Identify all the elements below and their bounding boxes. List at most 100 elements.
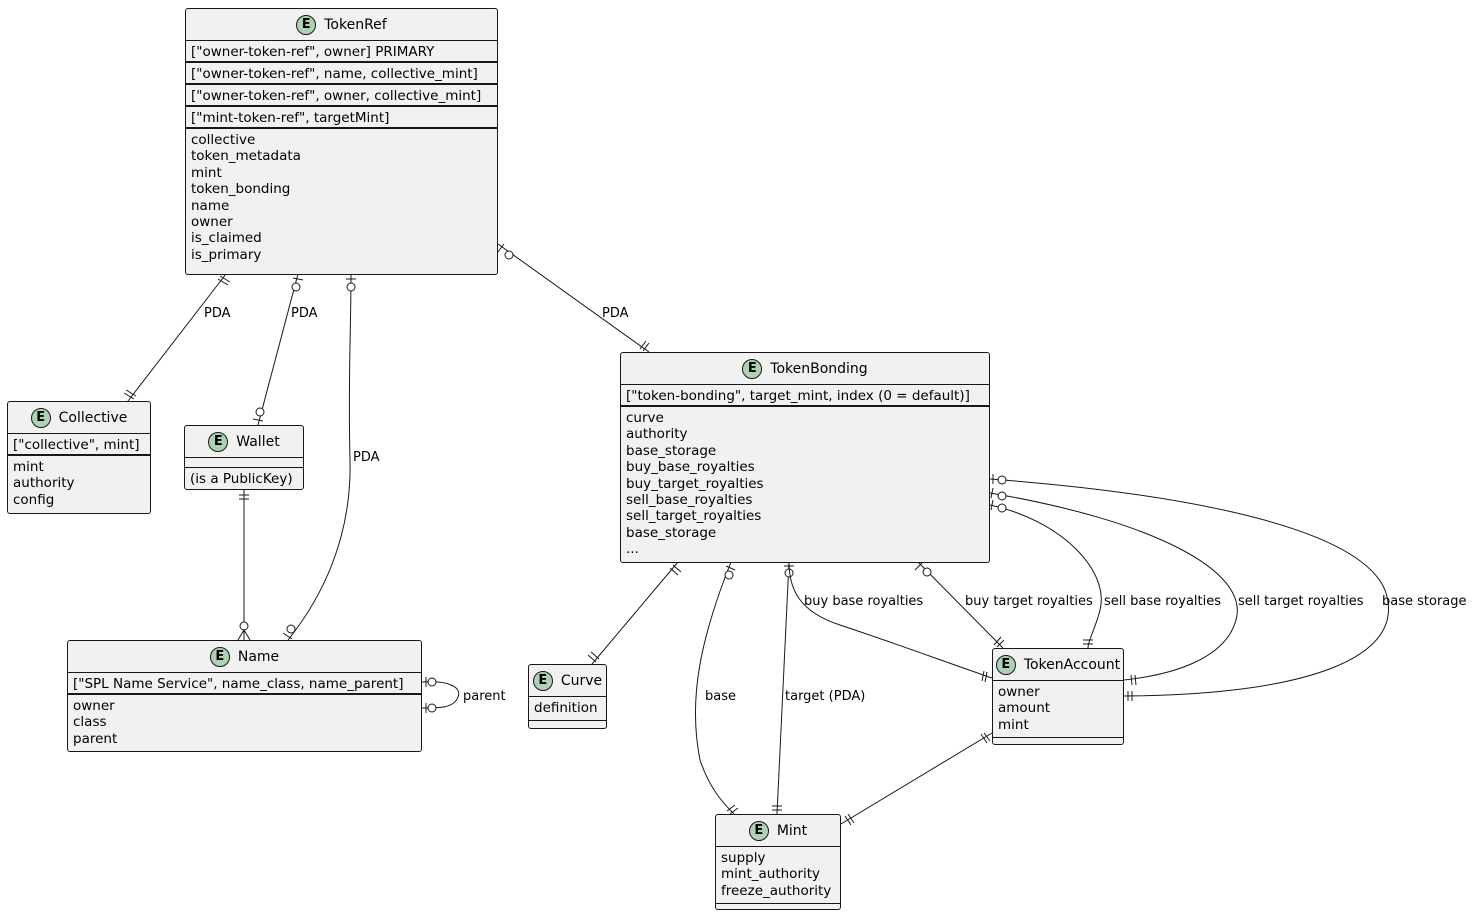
mark-bonding-base-a (724, 570, 734, 580)
entity-header: E Wallet (185, 426, 303, 458)
mark-tokenref-bonding-a2 (497, 243, 505, 253)
mark-base-storage-b (1127, 691, 1133, 701)
mark-sell-base-a (997, 503, 1007, 513)
field: mint_authority (721, 866, 821, 883)
entity-fields: mint authority config (8, 456, 150, 512)
field: sell_target_royalties (626, 508, 762, 525)
label-sell-target: sell target royalties (1238, 594, 1364, 609)
rel-bonding-mint-target (776, 561, 790, 815)
field: parent (73, 730, 118, 747)
entity-name: E Name ["SPL Name Service", name_class, … (67, 640, 422, 752)
entity-header: E Name (68, 641, 421, 673)
field: definition (534, 700, 598, 716)
entity-badge-icon: E (209, 646, 230, 667)
mark-sell-target-a (997, 491, 1007, 501)
entity-key: ["token-bonding", target_mint, index (0 … (621, 385, 989, 407)
mark-sell-target-b (1130, 674, 1137, 686)
mark-tokenref-name-a (346, 282, 356, 292)
rel-sell-target (989, 492, 1238, 681)
mark-ta-mint-b (844, 813, 855, 826)
field: amount (998, 700, 1051, 717)
label-buy-base: buy base royalties (804, 594, 924, 609)
field: token_bonding (191, 181, 291, 198)
mark-wallet-name-b2 (237, 629, 251, 641)
field: freeze_authority (721, 882, 832, 899)
mark-sell-base-b (1083, 639, 1093, 645)
rel-buy-base (788, 561, 993, 679)
entity-title: TokenBonding (770, 360, 868, 377)
entity-curve: E Curve definition (528, 664, 607, 729)
field: curve (626, 410, 664, 426)
label-buy-target: buy target royalties (965, 594, 1093, 609)
entity-header: E TokenRef (186, 9, 497, 41)
mark-tokenref-wallet-b2 (252, 418, 264, 422)
mark-wallet-name-b (239, 621, 249, 631)
field: ... (626, 541, 639, 558)
label-bonding-target: target (PDA) (785, 689, 866, 704)
entity-title: Mint (776, 822, 808, 839)
entity-badge-icon: E (742, 358, 763, 379)
entity-tokenaccount: E TokenAccount owner amount mint (992, 648, 1124, 745)
entity-header: E Curve (529, 665, 606, 697)
entity-key: ["owner-token-ref", owner] PRIMARY (186, 41, 497, 63)
field: base_storage (626, 442, 717, 459)
field: authority (13, 475, 75, 492)
label-name-parent: parent (463, 689, 506, 704)
mark-name-parent-b (427, 703, 437, 713)
mark-sell-base-a2 (990, 499, 994, 511)
mark-sell-target-a2 (990, 487, 994, 499)
mark-bonding-base-b (726, 804, 739, 815)
field: token_metadata (191, 148, 301, 165)
entity-key: ["mint-token-ref", targetMint] (186, 107, 497, 129)
label-tokenref-collective: PDA (204, 306, 231, 321)
entity-key: ["owner-token-ref", owner, collective_mi… (186, 85, 497, 107)
field: sell_base_royalties (626, 492, 753, 509)
mark-buy-target-a (922, 567, 932, 577)
rel-tokenaccount-mint (840, 732, 993, 825)
field: mint (998, 716, 1029, 733)
mark-tokenref-collective-a (217, 275, 231, 286)
field: authority (626, 426, 688, 443)
entity-collective: E Collective ["collective", mint] mint a… (7, 401, 151, 514)
entity-wallet: E Wallet (is a PublicKey) (184, 425, 304, 490)
entity-title: Name (237, 648, 280, 665)
field: owner (191, 214, 233, 231)
entity-header: E TokenBonding (621, 353, 989, 385)
mark-bonding-curve-b (587, 651, 600, 663)
entity-mint: E Mint supply mint_authority freeze_auth… (715, 814, 841, 910)
field: owner (998, 684, 1040, 700)
mark-tokenref-collective-b (123, 389, 137, 400)
entity-tail (529, 721, 606, 727)
field: base_storage (626, 524, 717, 541)
entity-badge-icon: E (995, 654, 1016, 675)
entity-header: E Collective (8, 402, 150, 434)
mark-ta-mint-a (980, 732, 991, 744)
mark-buy-target-b (993, 636, 1005, 648)
mark-bonding-target-b (772, 805, 782, 811)
field: config (13, 491, 55, 508)
mark-bonding-base-a2 (725, 565, 736, 571)
rel-sell-base (989, 504, 1102, 649)
entity-fields: owner class parent (68, 695, 421, 751)
rel-name-parent (421, 681, 460, 709)
label-tokenref-name: PDA (353, 450, 380, 465)
rel-buy-target (917, 561, 1004, 649)
rel-tokenref-tokenbonding (497, 243, 650, 353)
entity-fields: definition (529, 697, 606, 722)
field: owner (73, 698, 115, 714)
label-base-storage: base storage (1382, 594, 1467, 609)
mark-tokenref-wallet-a2 (292, 277, 304, 281)
entity-fields: curve authority base_storage buy_base_ro… (621, 407, 989, 562)
entity-badge-icon: E (208, 431, 229, 452)
entity-fields: collective token_metadata mint token_bon… (186, 129, 497, 267)
entity-badge-icon: E (532, 670, 553, 691)
mark-tokenref-bonding-b (639, 340, 650, 352)
entity-title: Collective (58, 409, 128, 426)
label-tokenref-wallet: PDA (291, 306, 318, 321)
entity-tail (993, 738, 1123, 744)
label-sell-base: sell base royalties (1104, 594, 1222, 609)
rel-tokenref-collective (127, 273, 227, 402)
rel-bonding-mint-base (694, 561, 735, 815)
entity-badge-icon: E (30, 407, 51, 428)
entity-key: ["collective", mint] (8, 434, 150, 456)
